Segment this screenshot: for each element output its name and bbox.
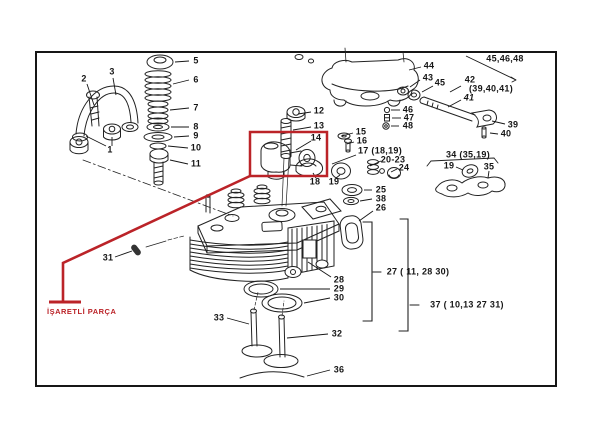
diagram-border — [35, 51, 557, 387]
part-number-label: 2 — [81, 73, 87, 84]
part-number-label: 31 — [102, 252, 114, 263]
part-number-label: 29 — [333, 283, 345, 294]
part-number-label: 10 — [190, 142, 202, 153]
part-number-label: 46 — [402, 104, 414, 115]
part-number-label: 38 — [375, 193, 387, 204]
part-number-label: 11 — [190, 158, 202, 169]
part-number-label: 40 — [500, 128, 512, 139]
part-number-label: 20-23 — [380, 154, 406, 165]
part-number-label: 24 — [398, 162, 410, 173]
part-number-label: 18 — [309, 176, 321, 187]
part-number-label: 45,46,48 — [486, 53, 524, 64]
part-number-label: 48 — [402, 120, 414, 131]
part-number-label: 1 — [107, 144, 113, 155]
part-number-label: 44 — [423, 60, 435, 71]
part-number-label: 28 — [333, 274, 345, 285]
part-number-label: 9 — [193, 130, 199, 141]
part-number-label: 27 ( 11, 28 30) — [386, 266, 450, 277]
part-number-label: 6 — [193, 74, 199, 85]
part-number-label: 47 — [403, 112, 415, 123]
part-number-label: 37 ( 10,13 27 31) — [430, 299, 504, 310]
part-number-label: 30 — [333, 292, 345, 303]
part-number-label: 36 — [333, 364, 345, 375]
part-number-label: 19 — [328, 176, 340, 187]
marked-part-label: İŞARETLİ PARÇA — [47, 307, 117, 316]
part-number-label: 33 — [213, 312, 225, 323]
part-number-label: 16 — [356, 135, 368, 146]
part-number-label: 43 — [422, 72, 434, 83]
part-number-label: 8 — [193, 121, 199, 132]
part-number-label: 42 — [464, 74, 476, 85]
part-number-label: 35 — [483, 161, 495, 172]
part-number-label: 19 — [443, 160, 455, 171]
part-number-label: 25 — [375, 184, 387, 195]
part-number-label: 39 — [507, 119, 519, 130]
part-number-label: 13 — [313, 120, 325, 131]
part-number-label: 32 — [331, 328, 343, 339]
part-number-label: 14 — [310, 132, 322, 143]
part-number-label: 5 — [193, 55, 199, 66]
part-number-label: 41 — [463, 92, 475, 103]
part-number-label: 7 — [193, 102, 199, 113]
part-number-label: (39,40,41) — [468, 83, 514, 94]
part-number-label: 34 (35,19) — [445, 149, 491, 160]
part-number-label: 45 — [434, 77, 446, 88]
part-number-label: 3 — [109, 66, 115, 77]
part-number-label: 17 (18,19) — [357, 145, 403, 156]
part-number-label: 12 — [313, 105, 325, 116]
part-number-label: 26 — [375, 202, 387, 213]
part-number-label: 15 — [355, 126, 367, 137]
